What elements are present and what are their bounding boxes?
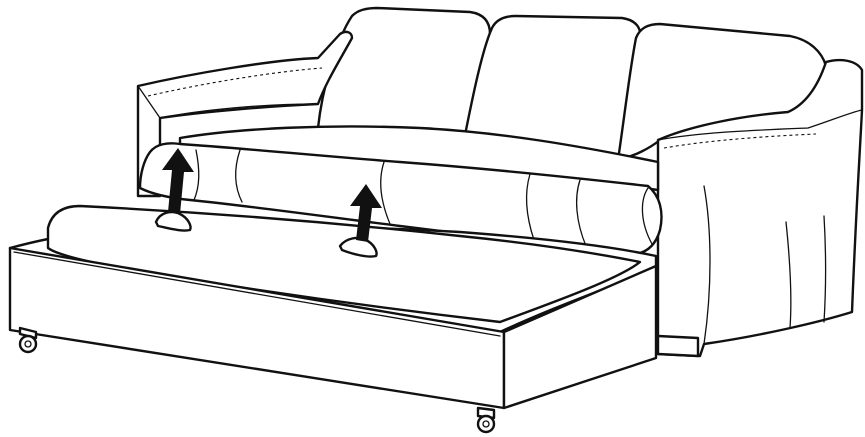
back-cushion-left xyxy=(318,8,490,141)
caster-left xyxy=(20,328,36,352)
caster-right xyxy=(478,408,494,432)
